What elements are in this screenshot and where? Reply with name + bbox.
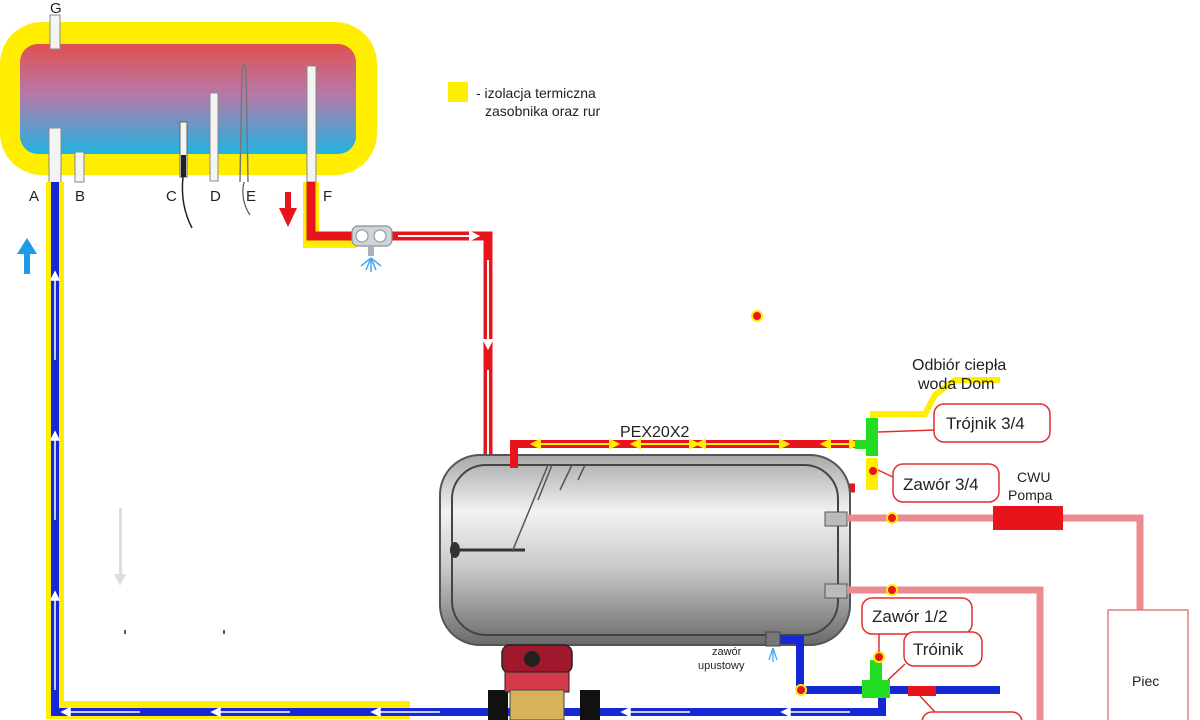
callout-partial [919,695,1023,720]
horizontal-tank [439,454,851,720]
solar-boiler [0,14,377,229]
sensor-c-tip [181,155,186,177]
callout-zawor-34: Zawór 3/4 [877,463,1000,503]
port-b [74,151,85,183]
legend-line1: - izolacja termiczna [476,85,596,101]
label-a: A [29,188,39,205]
cwu-label-1: CWU [1017,469,1050,485]
mixing-valve [351,225,393,272]
cwu-pump [993,506,1063,530]
red-connector [908,686,936,696]
tank-leg [580,690,600,720]
drain-pipe [778,636,1000,694]
boiler-tank [20,44,356,154]
pex-label: PEX20X2 [620,424,689,441]
odbior-label-1: Odbiór ciepła [912,357,1006,374]
heater-e-cable [242,181,251,216]
house-supply-line [870,377,1000,420]
heating-marker [886,584,898,596]
tee-green-stem [870,660,882,682]
heater-e [239,63,249,183]
tank-body [439,454,851,646]
label-g: G [50,0,62,17]
valve-34-marker [867,465,879,477]
hot-flow-arrows [398,230,846,494]
coil-strokes [511,464,586,553]
blue-up-arrow [17,238,37,274]
piec-box [1107,609,1189,720]
cold-pipe-insulation [46,182,410,719]
cold-flow-arrows [49,270,850,718]
label-e: E [246,188,256,205]
stray-marker [751,310,763,322]
heating-pipes [847,514,1144,720]
sensor-d [209,92,219,182]
faint-down-arrow [114,508,126,586]
tee-green [862,680,890,698]
drain-drip-icon [768,647,778,662]
callout-zawor-12: Zawór 1/2 [861,597,973,652]
port-a [48,127,62,184]
label-f: F [323,188,332,205]
zawor-upustowy-1: zawór [712,646,742,658]
red-down-arrow [279,192,297,227]
port-g [49,14,61,50]
pex-flow-arrows [529,438,861,450]
legend-line2: zasobnika oraz rur [485,103,601,119]
drain-valve [765,631,781,647]
cwu-label-2: Pompa [1008,487,1053,503]
odbior-label-2: woda Dom [917,376,994,393]
tank-outlet-bottom [824,583,848,599]
heating-marker [886,512,898,524]
dot-marker [124,630,126,634]
callout-troinik: Tróinik [887,631,983,681]
circulation-pump [501,644,573,720]
label-c: C [166,188,177,205]
valve-12-marker [873,651,885,663]
tank-leg [488,690,508,720]
callout-zawor-34-text: Zawór 3/4 [903,475,979,494]
piec-label: Piec [1132,673,1159,689]
drain-marker [795,684,807,696]
port-f [306,65,317,183]
dot-marker [223,630,225,634]
zawor-upustowy-2: upustowy [698,660,745,672]
tee-34 [866,418,878,456]
label-d: D [210,188,221,205]
drip-icon [360,257,382,272]
tee-34-arm [855,440,870,449]
legend-swatch [448,82,468,102]
sensor-c-cable [181,176,193,229]
callout-zawor-12-text: Zawór 1/2 [872,607,948,626]
label-b: B [75,188,85,205]
callout-trojnik-34: Trójnik 3/4 [877,403,1051,443]
hot-pipe-insulation [303,182,357,248]
tank-outlet-top [824,511,848,527]
callout-trojnik-34-text: Trójnik 3/4 [946,414,1025,433]
callout-troinik-text: Tróinik [913,640,964,659]
